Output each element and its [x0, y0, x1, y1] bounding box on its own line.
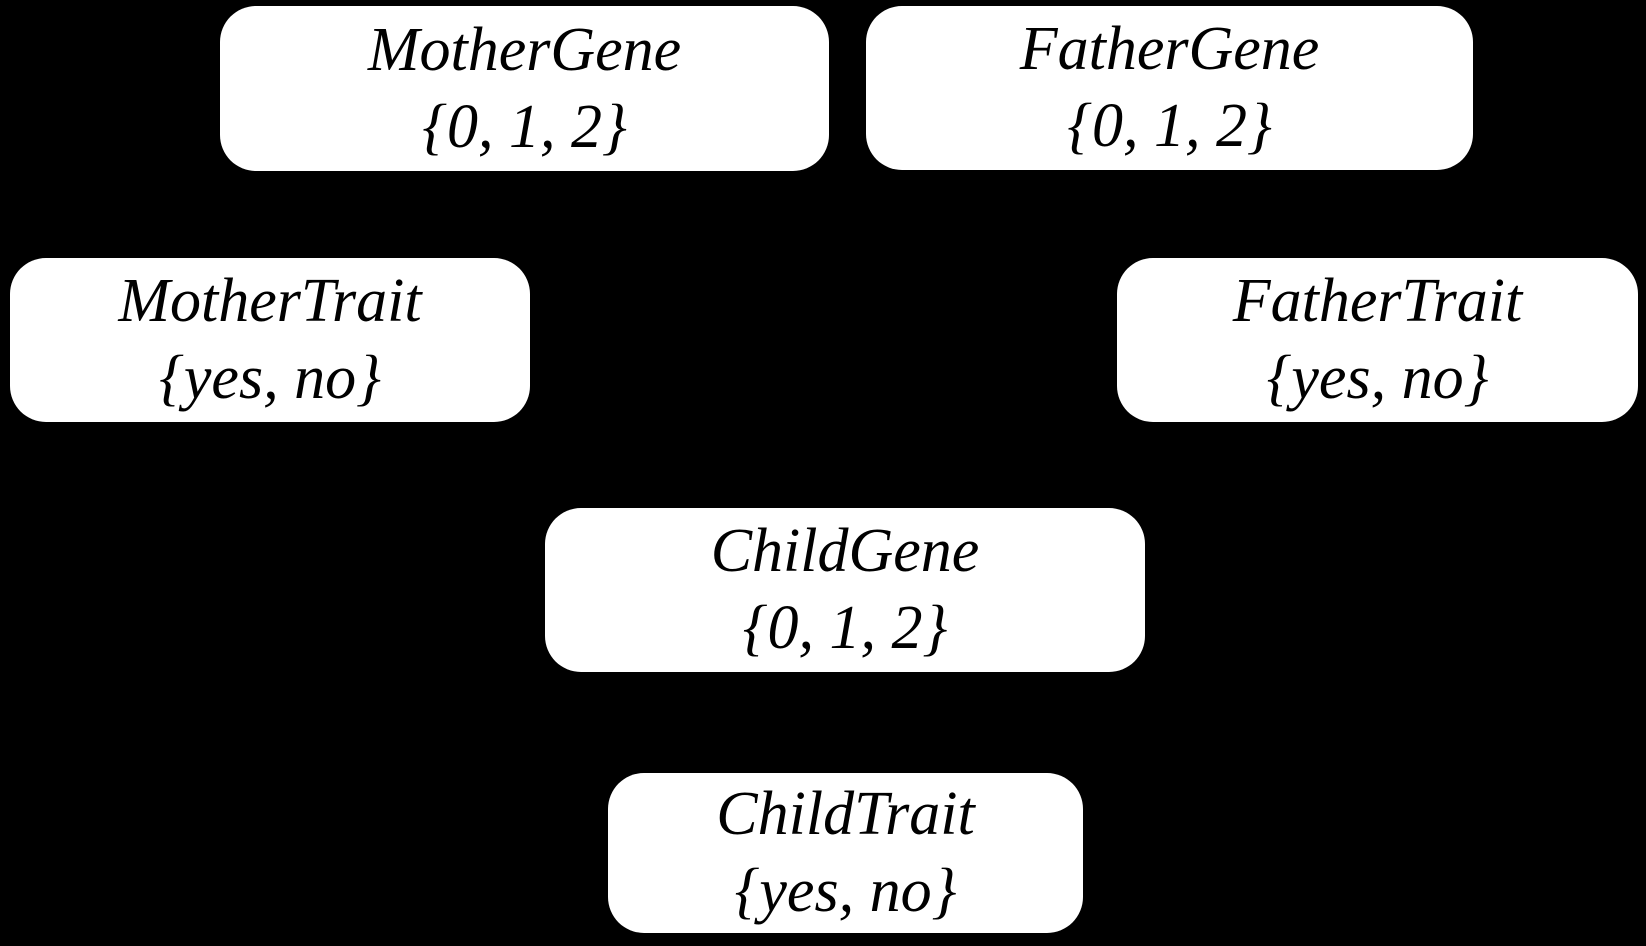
node-fathertrait: FatherTrait {yes, no}: [1117, 258, 1638, 422]
node-mothertrait: MotherTrait {yes, no}: [10, 258, 530, 422]
node-fathergene-label: FatherGene: [1019, 15, 1320, 83]
node-fathertrait-values: {yes, no}: [1266, 344, 1489, 412]
node-childtrait-values: {yes, no}: [734, 857, 957, 925]
node-childgene-values: {0, 1, 2}: [742, 594, 948, 662]
node-mothergene: MotherGene {0, 1, 2}: [220, 6, 829, 171]
node-mothergene-label: MotherGene: [367, 15, 682, 84]
node-fathergene: FatherGene {0, 1, 2}: [866, 6, 1473, 170]
node-childtrait-label: ChildTrait: [716, 780, 975, 848]
node-childgene: ChildGene {0, 1, 2}: [545, 508, 1145, 672]
node-childgene-label: ChildGene: [710, 517, 980, 585]
node-childtrait: ChildTrait {yes, no}: [608, 773, 1083, 933]
node-fathergene-values: {0, 1, 2}: [1067, 92, 1272, 160]
node-fathertrait-label: FatherTrait: [1232, 267, 1523, 335]
node-mothertrait-values: {yes, no}: [159, 344, 381, 412]
node-mothergene-values: {0, 1, 2}: [422, 92, 627, 161]
node-mothertrait-label: MotherTrait: [118, 267, 422, 335]
